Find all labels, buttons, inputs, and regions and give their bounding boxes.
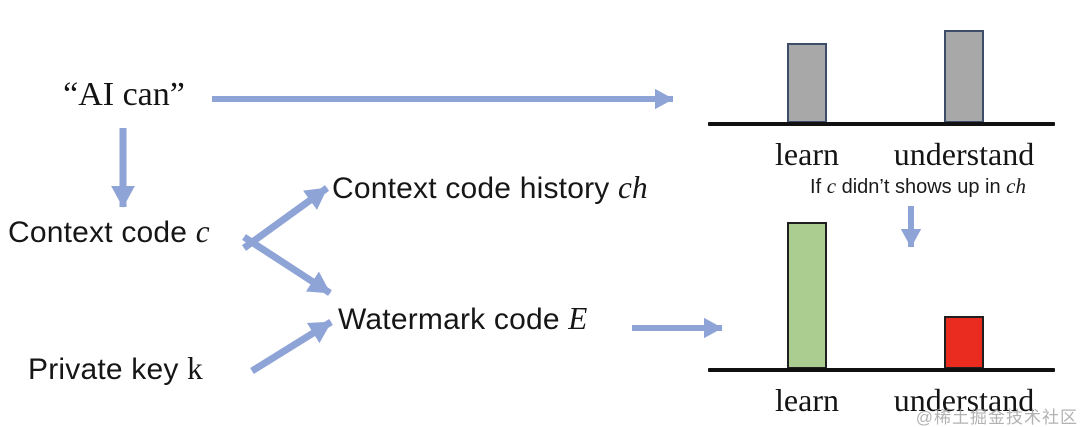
- condition-text: If c didn’t shows up in ch: [792, 174, 1044, 199]
- bar-understand-red: [944, 316, 984, 369]
- condition-part1: If: [810, 176, 827, 198]
- top-chart-label-understand: understand: [893, 136, 1035, 172]
- context-code-label: Context code c: [8, 214, 210, 250]
- x-axis-top: [708, 122, 1055, 126]
- private-key-text: Private key: [28, 353, 188, 386]
- context-code-history-label: Context code history ch: [332, 170, 648, 206]
- arrow-context-code-to-watermark-code: [242, 234, 332, 296]
- watermark-code-text: Watermark code: [338, 303, 569, 336]
- bar-learn-gray: [787, 43, 827, 123]
- private-key-variable: k: [187, 351, 203, 386]
- site-credit-watermark: @稀土掘金技术社区: [915, 408, 1078, 427]
- context-code-text: Context code: [8, 216, 196, 249]
- context-code-history-variable: ch: [618, 170, 648, 205]
- context-code-variable: c: [195, 214, 210, 249]
- top-chart-label-learn: learn: [775, 136, 839, 172]
- watermark-code-label: Watermark code E: [338, 301, 588, 337]
- context-code-history-text: Context code history: [332, 172, 619, 205]
- arrow-private-key-to-watermark-code: [250, 319, 333, 374]
- bottom-chart-label-learn: learn: [775, 382, 839, 418]
- bar-learn-green: [787, 222, 827, 369]
- watermark-code-variable: E: [568, 301, 588, 336]
- x-axis-bottom: [708, 368, 1055, 372]
- arrow-context-code-to-history: [241, 185, 330, 251]
- watermarked-distribution-chart: [708, 222, 1055, 372]
- prompt-text: “AI can”: [63, 76, 185, 113]
- private-key-label: Private key k: [28, 351, 203, 387]
- bar-understand-gray: [944, 30, 984, 123]
- condition-variable-ch: ch: [1006, 174, 1026, 198]
- condition-variable-c: c: [826, 174, 837, 198]
- bottom-chart-label-understand: understand: [893, 382, 1035, 418]
- unwatermarked-distribution-chart: [708, 0, 1055, 126]
- condition-part2: didn’t shows up in: [836, 176, 1007, 198]
